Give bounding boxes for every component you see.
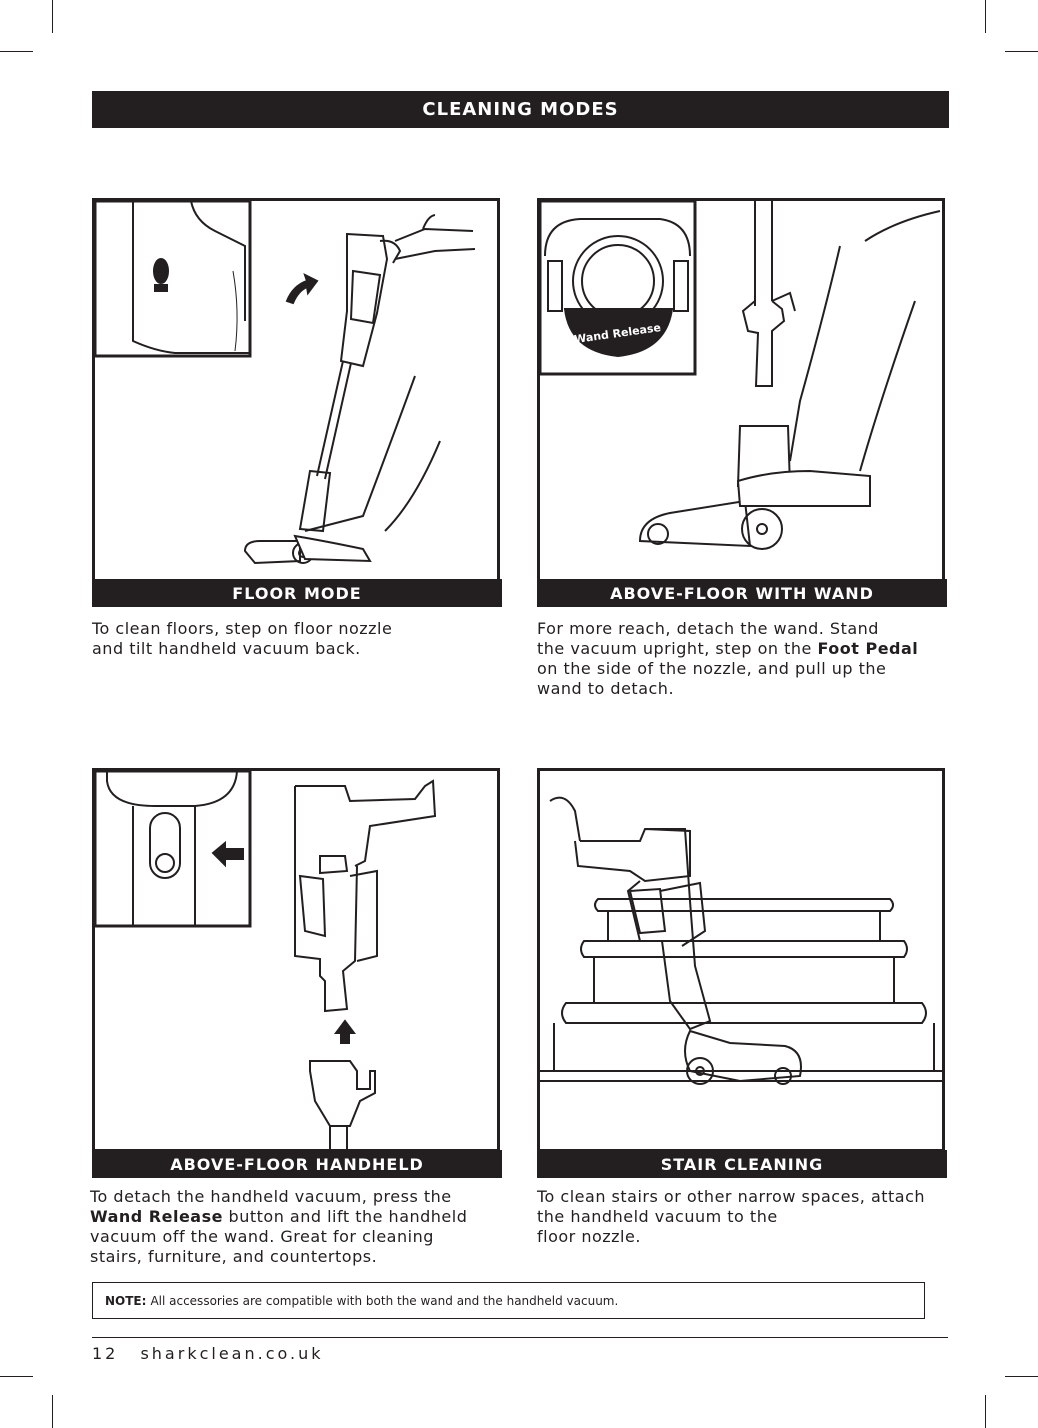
crop-mark (0, 1376, 33, 1377)
crop-mark (985, 1395, 986, 1428)
note-box: NOTE: All accessories are compatible wit… (92, 1282, 925, 1319)
panel-stair-cleaning: STAIR CLEANING (537, 768, 947, 1178)
section-title: CLEANING MODES (92, 91, 949, 128)
crop-mark (52, 0, 53, 33)
panel-description: To detach the handheld vacuum, press the… (90, 1187, 510, 1267)
footer-divider (92, 1337, 948, 1338)
note-label: NOTE: (105, 1294, 146, 1308)
illustration-above-floor-handheld (92, 768, 500, 1152)
crop-mark (1005, 1376, 1038, 1377)
panel-description: For more reach, detach the wand. Stand t… (537, 619, 947, 699)
panel-label: STAIR CLEANING (537, 1150, 947, 1178)
panel-above-floor-with-wand: Wand Release ABOVE-FLOOR WITH WAND (537, 198, 947, 607)
illustration-above-floor-with-wand: Wand Release (537, 198, 945, 582)
crop-mark (52, 1395, 53, 1428)
panel-description: To clean stairs or other narrow spaces, … (537, 1187, 957, 1247)
panel-description: To clean floors, step on floor nozzle an… (92, 619, 502, 659)
panel-above-floor-handheld: ABOVE-FLOOR HANDHELD (92, 768, 502, 1178)
panel-label: ABOVE-FLOOR WITH WAND (537, 579, 947, 607)
panel-label: ABOVE-FLOOR HANDHELD (92, 1150, 502, 1178)
crop-mark (1005, 51, 1038, 52)
panel-floor-mode: FLOOR MODE (92, 198, 502, 607)
crop-mark (0, 51, 33, 52)
panel-label: FLOOR MODE (92, 579, 502, 607)
footer: 12 sharkclean.co.uk (92, 1344, 338, 1363)
website-link[interactable]: sharkclean.co.uk (140, 1344, 323, 1363)
illustration-floor-mode (92, 198, 500, 582)
illustration-stair-cleaning (537, 768, 945, 1152)
wand-release-term: Wand Release (90, 1207, 223, 1226)
crop-mark (985, 0, 986, 33)
page-number: 12 (92, 1344, 118, 1363)
foot-pedal-term: Foot Pedal (817, 639, 918, 658)
note-text: All accessories are compatible with both… (150, 1294, 618, 1308)
